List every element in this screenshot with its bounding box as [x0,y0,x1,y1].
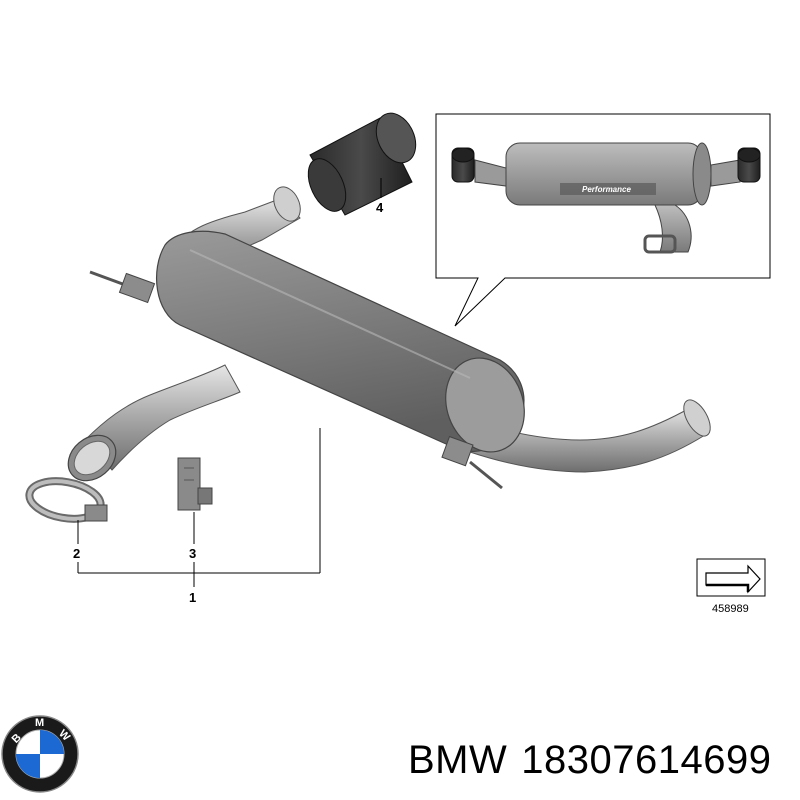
pipe-clamp [25,477,108,523]
left-sensor [89,270,156,304]
mounting-bracket [177,457,213,511]
logo-letter-m: M [35,717,44,729]
outlet-pipe [467,399,711,473]
tailpipe-tip [307,112,417,216]
leader-lines [77,178,382,587]
inset-panel: Performance [435,113,771,327]
rear-muffler [155,230,525,453]
part-number: 18307614699 [521,738,772,782]
reference-arrow-box [696,558,766,597]
right-sensor [441,435,503,490]
callout-1: 1 [189,590,196,605]
callout-4: 4 [376,200,384,215]
brand-name: BMW [408,738,508,782]
performance-badge: Performance [582,185,631,194]
callout-2: 2 [73,546,80,561]
reference-number: 458989 [712,603,749,615]
callout-3: 3 [189,546,196,561]
footer-caption: BMW 18307614699 [408,738,785,783]
inlet-pipe [67,364,241,482]
bmw-logo: B M W [1,715,79,793]
